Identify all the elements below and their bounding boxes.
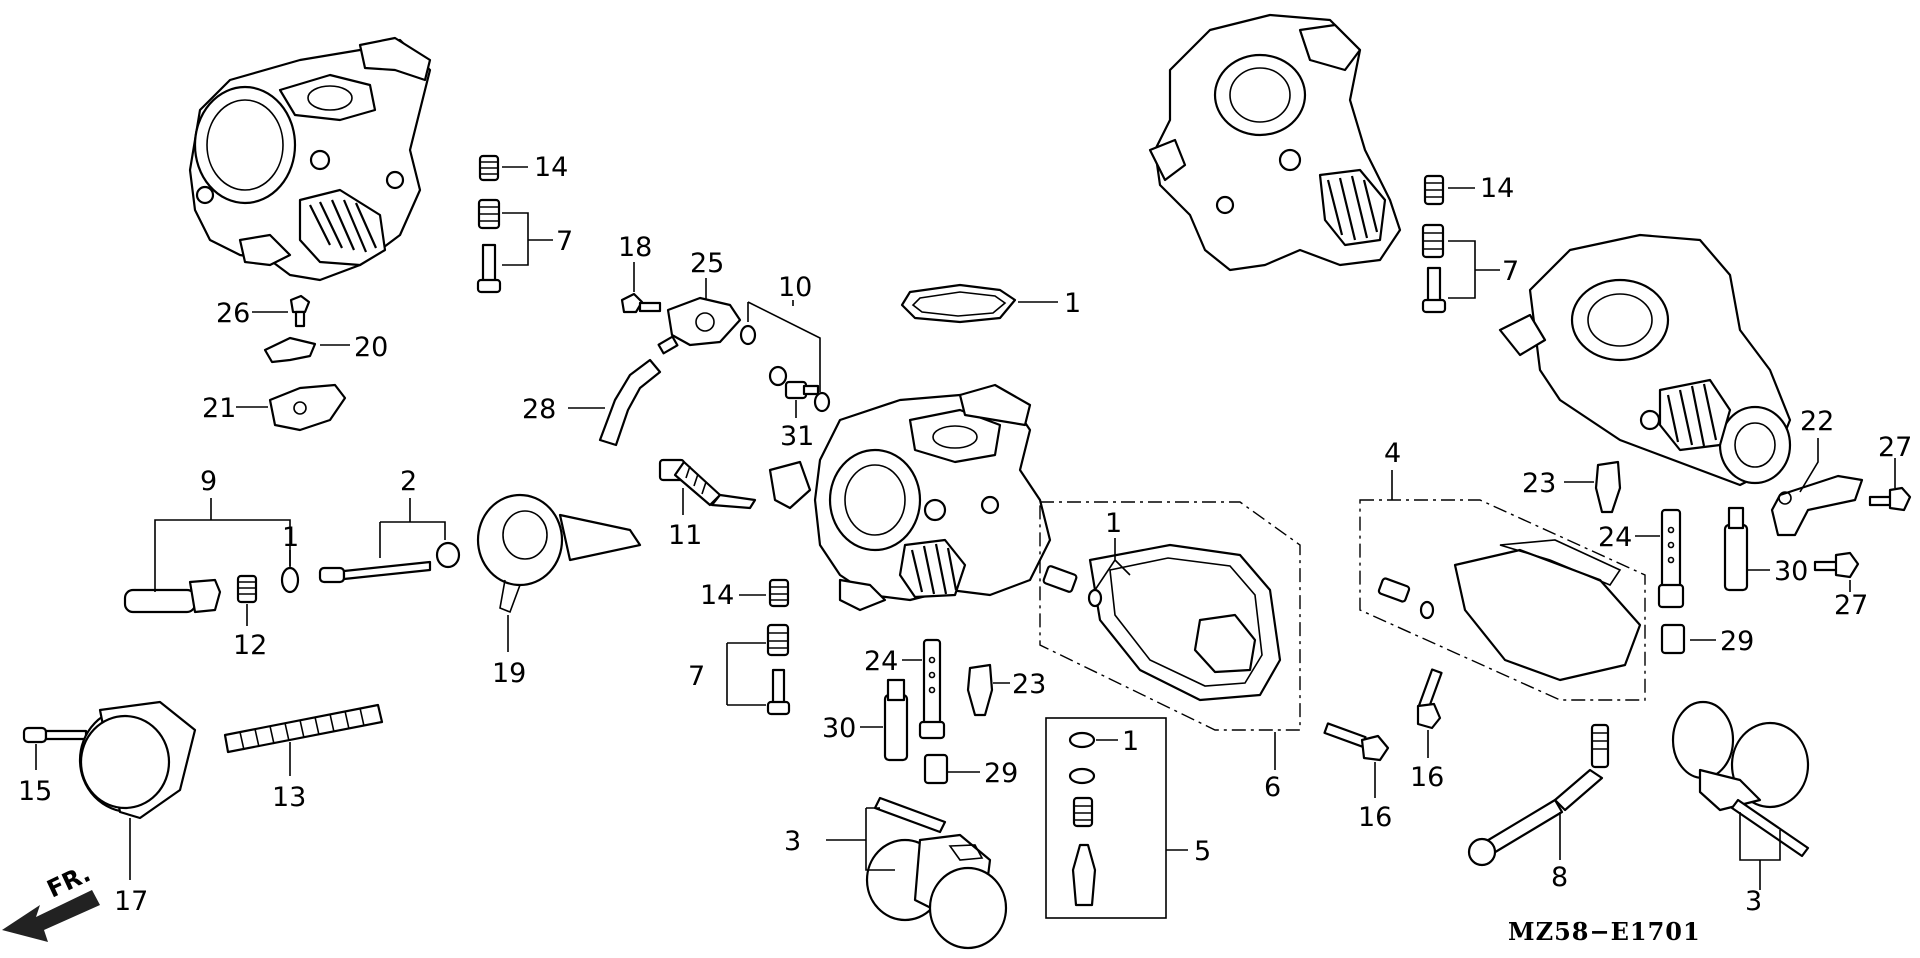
screw-2 xyxy=(318,541,461,584)
callout-27: 27 xyxy=(1878,432,1912,463)
callout-16: 16 xyxy=(1410,762,1444,793)
spring-13 xyxy=(223,703,384,754)
screw-27-lower xyxy=(1813,551,1860,579)
callout-10: 10 xyxy=(778,272,812,303)
callout-31: 31 xyxy=(780,421,814,452)
callout-30: 30 xyxy=(822,713,856,744)
o-ring-10b xyxy=(768,365,788,387)
jet-29-center xyxy=(923,753,949,785)
callout-14: 14 xyxy=(534,152,568,183)
float-chamber-6 xyxy=(1039,501,1301,731)
callout-1: 1 xyxy=(282,522,299,553)
callout-27: 27 xyxy=(1834,590,1868,621)
callout-14: 14 xyxy=(1480,173,1514,204)
plug-31 xyxy=(784,380,820,400)
callout-9: 9 xyxy=(200,466,217,497)
callout-16: 16 xyxy=(1358,802,1392,833)
diagram-code: MZ58−E1701 xyxy=(1508,917,1701,946)
callout-18: 18 xyxy=(618,232,652,263)
screw-15 xyxy=(22,726,88,744)
front-direction-arrow xyxy=(2,890,100,942)
callout-3: 3 xyxy=(1745,886,1762,917)
o-ring-10c xyxy=(813,391,831,413)
callout-15: 15 xyxy=(18,776,52,807)
bracket-21 xyxy=(268,383,347,432)
callout-22: 22 xyxy=(1800,406,1834,437)
callout-17: 17 xyxy=(114,886,148,917)
carburetor-top-left xyxy=(188,36,432,282)
screw-18 xyxy=(620,292,662,314)
valve-25 xyxy=(657,296,742,355)
main-jet-23-right xyxy=(1594,460,1622,514)
callout-25: 25 xyxy=(690,248,724,279)
callout-1: 1 xyxy=(1122,726,1139,757)
screw-16-right xyxy=(1416,668,1443,730)
callout-20: 20 xyxy=(354,332,388,363)
screw-spring-7-center xyxy=(766,623,791,716)
o-ring-10a xyxy=(739,324,757,346)
spring-12 xyxy=(236,574,258,604)
cover-17 xyxy=(78,700,197,820)
needle-valve-kit-5 xyxy=(1045,717,1167,919)
hose-28 xyxy=(598,358,662,447)
holder-30-right xyxy=(1723,506,1749,592)
callout-11: 11 xyxy=(668,520,702,551)
gasket-1-top xyxy=(900,283,1017,324)
callout-8: 8 xyxy=(1551,862,1568,893)
link-22 xyxy=(1770,474,1864,537)
callout-labels: 14 7 14 7 14 7 26 20 21 9 1 2 12 19 15 1… xyxy=(18,152,1912,917)
holder-30-center xyxy=(883,678,909,762)
callout-5: 5 xyxy=(1194,836,1211,867)
callout-3: 3 xyxy=(784,826,801,857)
throttle-link-3-center xyxy=(865,796,1008,950)
carburetor-center xyxy=(768,383,1052,612)
carburetor-top-right-upper xyxy=(1148,13,1402,272)
leader-lines xyxy=(35,166,1896,890)
callout-7: 7 xyxy=(556,226,573,257)
carburetor-right-lower xyxy=(1498,233,1792,487)
callout-2: 2 xyxy=(400,466,417,497)
float-chamber-4 xyxy=(1359,499,1646,701)
callout-6: 6 xyxy=(1264,772,1281,803)
callout-1: 1 xyxy=(1105,508,1122,539)
diaphragm-19 xyxy=(476,493,642,614)
callout-23: 23 xyxy=(1522,468,1556,499)
callout-13: 13 xyxy=(272,782,306,813)
callout-29: 29 xyxy=(984,758,1018,789)
jet-29-right xyxy=(1660,623,1686,655)
o-ring-1-left xyxy=(280,566,300,594)
spring-14-right xyxy=(1423,174,1445,206)
screw-11 xyxy=(658,458,757,510)
screw-spring-7-left xyxy=(476,198,502,294)
spring-14-left xyxy=(478,154,500,182)
main-jet-23-center xyxy=(966,663,994,717)
callout-26: 26 xyxy=(216,298,250,329)
callout-7: 7 xyxy=(1502,256,1519,287)
throttle-link-3-right xyxy=(1671,700,1810,858)
callout-21: 21 xyxy=(202,393,236,424)
callout-12: 12 xyxy=(233,630,267,661)
callout-7: 7 xyxy=(688,661,705,692)
screw-spring-7-right xyxy=(1421,223,1447,314)
needle-jet-24-center xyxy=(918,638,946,740)
screw-16-center xyxy=(1323,722,1390,762)
callout-29: 29 xyxy=(1720,626,1754,657)
callout-30: 30 xyxy=(1774,556,1808,587)
screw-27-upper xyxy=(1868,486,1912,512)
cable-8 xyxy=(1467,723,1610,867)
callout-4: 4 xyxy=(1384,438,1401,469)
callout-14: 14 xyxy=(700,580,734,611)
callout-28: 28 xyxy=(522,394,556,425)
screw-26 xyxy=(289,294,311,328)
callout-24: 24 xyxy=(1598,522,1632,553)
callout-1: 1 xyxy=(1064,288,1081,319)
jet-holder-9 xyxy=(123,578,222,614)
callout-23: 23 xyxy=(1012,669,1046,700)
callout-19: 19 xyxy=(492,658,526,689)
bracket-20 xyxy=(263,336,317,364)
callout-24: 24 xyxy=(864,646,898,677)
needle-jet-24-right xyxy=(1657,508,1685,609)
spring-14-center xyxy=(768,578,790,608)
